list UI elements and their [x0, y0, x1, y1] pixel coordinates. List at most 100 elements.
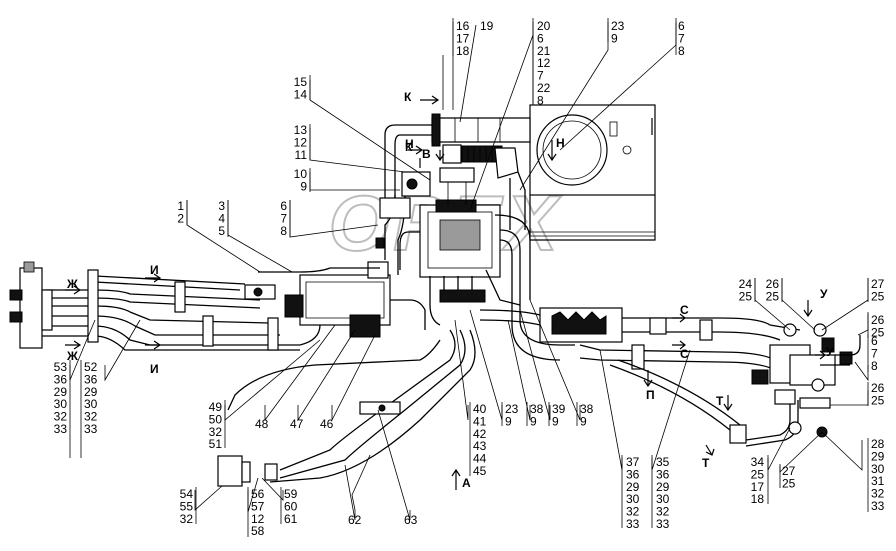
callout-number: 9: [505, 414, 512, 428]
left-hose-bundle: [40, 269, 300, 351]
callout-number: 25: [871, 393, 885, 407]
view-a: А: [462, 476, 471, 490]
callout-number: 25: [766, 289, 780, 303]
callout-number: 25: [739, 289, 753, 303]
callout-number: 42: [473, 427, 487, 441]
view-letters: К К Н В Н И И Ж Ж С С П У У Т Т А: [66, 90, 834, 490]
callout-number: 63: [404, 513, 418, 527]
callout-number: 9: [580, 414, 587, 428]
callout-number: 26: [766, 277, 780, 291]
central-pump-block: [401, 167, 521, 326]
view-u-top: У: [820, 287, 828, 301]
view-p: П: [646, 388, 655, 402]
callout-bars: [69, 18, 869, 537]
callout-number: 10: [294, 167, 308, 181]
callout-number: 14: [294, 87, 308, 101]
callout-number: 27: [782, 464, 796, 478]
callout-number: 15: [294, 75, 308, 89]
callout-number: 61: [284, 512, 298, 526]
callout-number: 32: [626, 505, 640, 519]
left-end-fitting: [9, 261, 53, 349]
callout-number: 29: [656, 480, 670, 494]
callout-number: 7: [678, 31, 685, 45]
callout-number: 25: [751, 467, 765, 481]
callout-number: 34: [751, 455, 765, 469]
callout-number: 60: [284, 499, 298, 513]
callout-number: 8: [678, 44, 685, 58]
callout-number: 32: [871, 487, 885, 501]
callout-number: 46: [320, 417, 334, 431]
callout-number: 3: [218, 199, 225, 213]
callout-number: 29: [871, 449, 885, 463]
view-n-left: Н: [405, 137, 414, 151]
view-t-bot: Т: [702, 456, 710, 470]
callout-number: 19: [480, 19, 494, 33]
callout-number: 5: [218, 224, 225, 238]
callout-number: 50: [209, 412, 223, 426]
callout-number: 49: [209, 400, 223, 414]
pump-right-hoses: [494, 214, 575, 361]
callout-number: 33: [871, 499, 885, 513]
callout-number: 23: [505, 402, 519, 416]
callout-number: 9: [552, 414, 559, 428]
callout-number: 20: [537, 19, 551, 33]
callout-number: 2: [177, 211, 184, 225]
callout-number: 33: [626, 517, 640, 531]
callout-number: 30: [656, 492, 670, 506]
callout-number: 33: [54, 422, 68, 436]
view-t-top: Т: [716, 394, 724, 408]
callout-number: 36: [84, 372, 98, 386]
callout-number: 38: [530, 402, 544, 416]
callout-62: 62: [348, 513, 362, 527]
callout-number: 27: [871, 277, 885, 291]
callout-number: 26: [871, 381, 885, 395]
callout-number: 8: [280, 224, 287, 238]
callout-number: 32: [84, 410, 98, 424]
callout-number: 48: [255, 417, 269, 431]
callout-number: 59: [284, 487, 298, 501]
callout-number: 30: [626, 492, 640, 506]
callout-number: 33: [656, 517, 670, 531]
callout-number: 38: [580, 402, 594, 416]
valve-row: [442, 144, 526, 230]
callout-number: 30: [84, 397, 98, 411]
callout-number: 37: [626, 455, 640, 469]
callout-number: 12: [251, 512, 265, 526]
callout-number: 58: [251, 524, 265, 538]
callout-19: 19: [480, 19, 494, 33]
right-valve-assembly: [479, 307, 861, 447]
callout-number: 25: [871, 325, 885, 339]
view-zh-bot: Ж: [66, 349, 78, 363]
callout-number: 8: [871, 359, 878, 373]
callout-number: 1: [177, 199, 184, 213]
callout-number: 43: [473, 439, 487, 453]
callout-number: 30: [871, 462, 885, 476]
view-i-top: И: [150, 263, 159, 277]
view-zh-top: Ж: [66, 277, 78, 291]
callout-number: 25: [782, 476, 796, 490]
callout-47: 47: [290, 417, 304, 431]
callout-number: 6: [537, 31, 544, 45]
callout-number: 29: [84, 385, 98, 399]
callout-46: 46: [320, 417, 334, 431]
